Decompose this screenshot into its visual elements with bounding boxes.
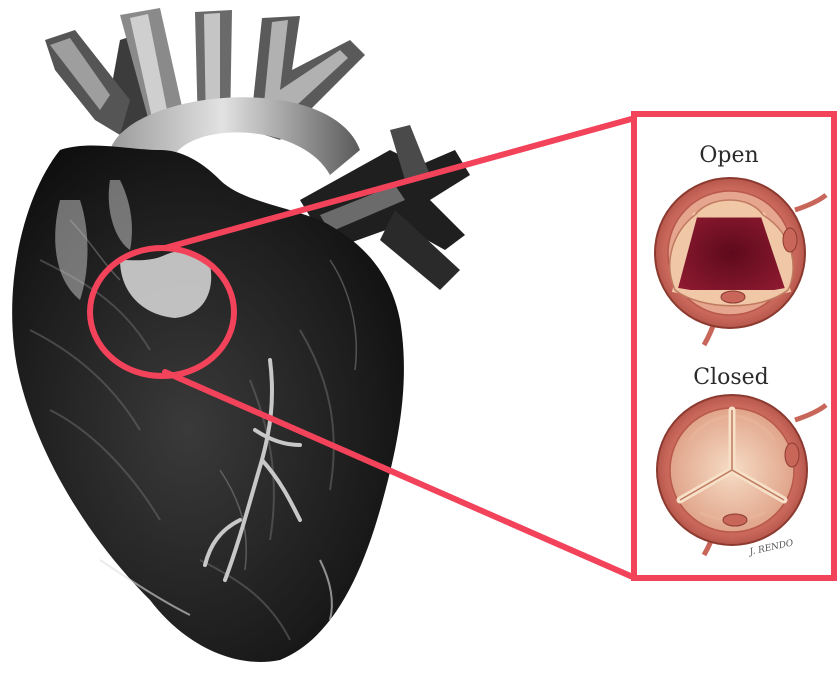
open-label: Open <box>699 143 758 168</box>
heart-illustration <box>12 8 470 662</box>
closed-label: Closed <box>693 365 769 390</box>
